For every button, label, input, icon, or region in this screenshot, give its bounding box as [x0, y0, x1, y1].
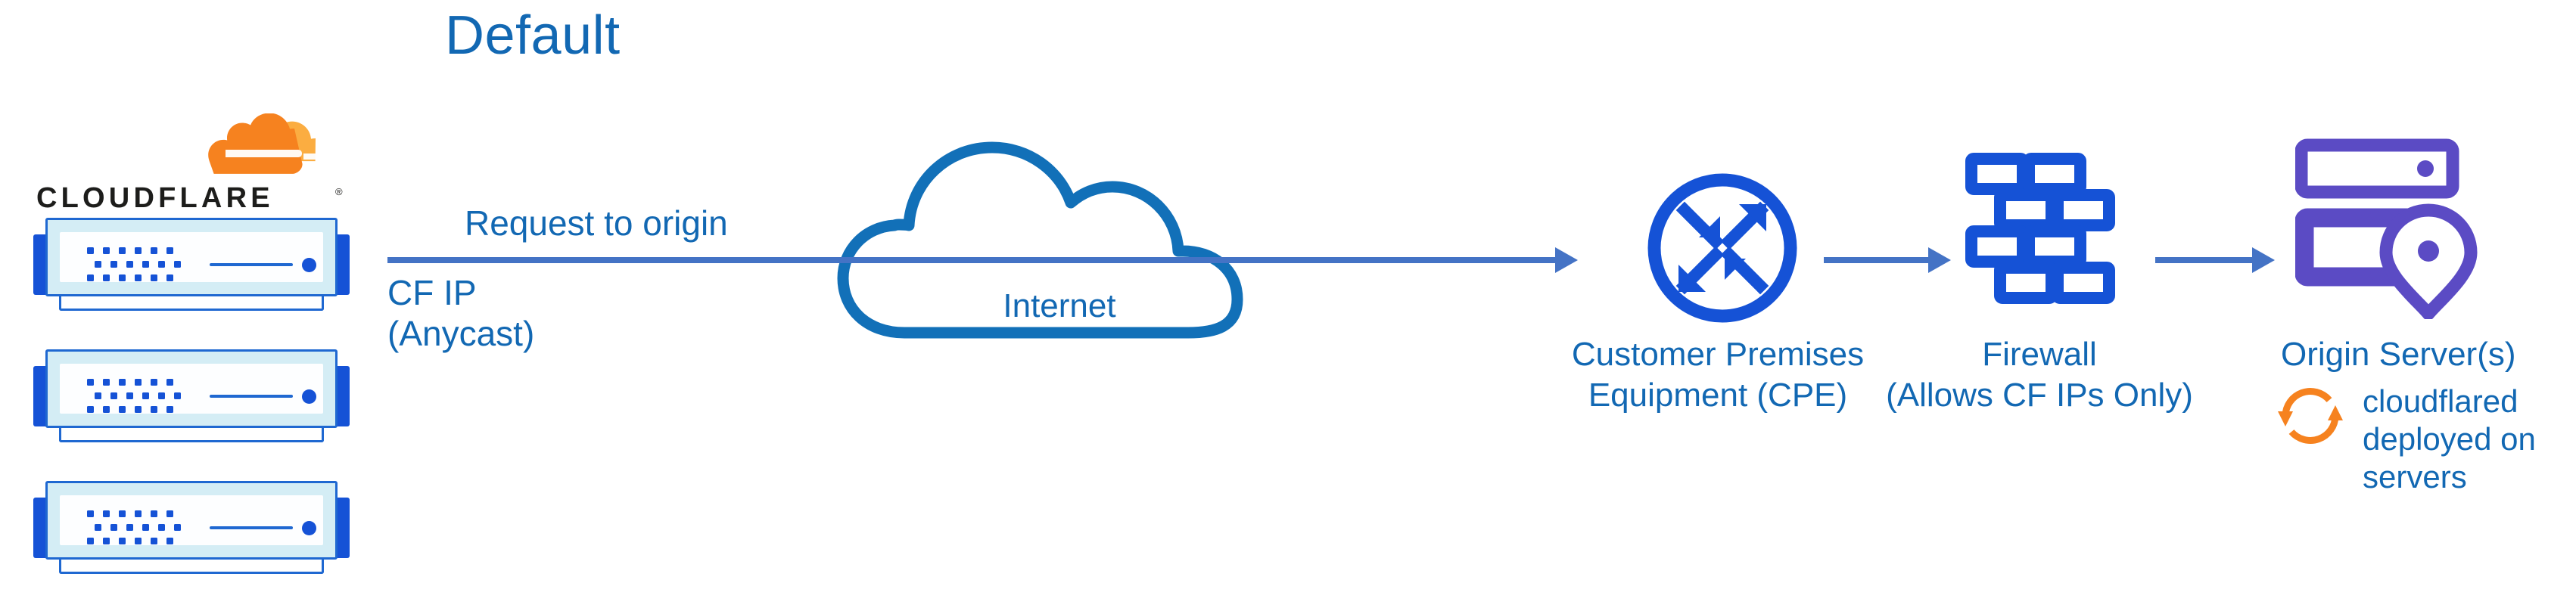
svg-text:CLOUDFLARE: CLOUDFLARE [36, 182, 274, 213]
connector-edge-to-cpe [387, 257, 1557, 263]
connector-firewall-to-origin [2155, 257, 2254, 263]
cf-ip-label-line1: CF IP [387, 273, 477, 312]
svg-text:®: ® [335, 186, 343, 197]
rack-base [59, 557, 324, 574]
origin-label: Origin Server(s) [2281, 336, 2516, 373]
rack-vent-grid [87, 379, 185, 414]
rack-panel [60, 364, 323, 414]
rack-led-indicator [302, 521, 316, 535]
rack-vent-grid [87, 247, 185, 282]
rack-panel [60, 495, 323, 545]
rack-body [45, 349, 338, 428]
cloudflare-wordmark: CLOUDFLARE ® [36, 181, 347, 214]
firewall-label-line2: (Allows CF IPs Only) [1886, 377, 2193, 414]
connector-label-request: Request to origin [465, 203, 728, 243]
rack-body [45, 481, 338, 560]
rack-base [59, 294, 324, 311]
brick-wall-icon [1964, 150, 2115, 309]
cloudflare-logo: CLOUDFLARE ® [36, 113, 347, 219]
rack-status-line [210, 395, 293, 398]
cloud-icon [832, 106, 1286, 340]
server-location-pin-icon [2294, 138, 2484, 321]
router-icon [1642, 168, 1803, 328]
rack-body [45, 218, 338, 296]
cloud-label: Internet [1003, 287, 1116, 324]
connector-cpe-to-firewall-arrowhead [1928, 247, 1951, 273]
rack-status-line [210, 526, 293, 529]
rack-led-indicator [302, 389, 316, 404]
rack-panel [60, 232, 323, 282]
rack-led-indicator [302, 258, 316, 272]
connector-edge-to-cpe-arrowhead [1555, 247, 1578, 273]
connector-cpe-to-firewall [1824, 257, 1930, 263]
cpe-label-line1: Customer Premises [1571, 336, 1865, 373]
page-title: Default [445, 5, 621, 66]
server-rack-icon [33, 349, 350, 445]
rack-status-line [210, 263, 293, 266]
sync-arrows-icon [2274, 380, 2347, 452]
cf-ip-label-line2: (Anycast) [387, 314, 535, 353]
firewall-label-line1: Firewall [1982, 336, 2097, 373]
cloudflare-cloud-icon [186, 113, 338, 181]
cloudflared-note-line2: deployed on [2363, 421, 2536, 457]
connector-firewall-to-origin-arrowhead [2252, 247, 2275, 273]
rack-vent-grid [87, 510, 185, 545]
server-rack-icon [33, 218, 350, 313]
rack-base [59, 426, 324, 442]
cloudflared-note-line3: servers [2363, 459, 2467, 495]
server-rack-icon [33, 481, 350, 576]
cpe-label-line2: Equipment (CPE) [1588, 377, 1848, 414]
cloudflared-note-line1: cloudflared [2363, 383, 2518, 419]
